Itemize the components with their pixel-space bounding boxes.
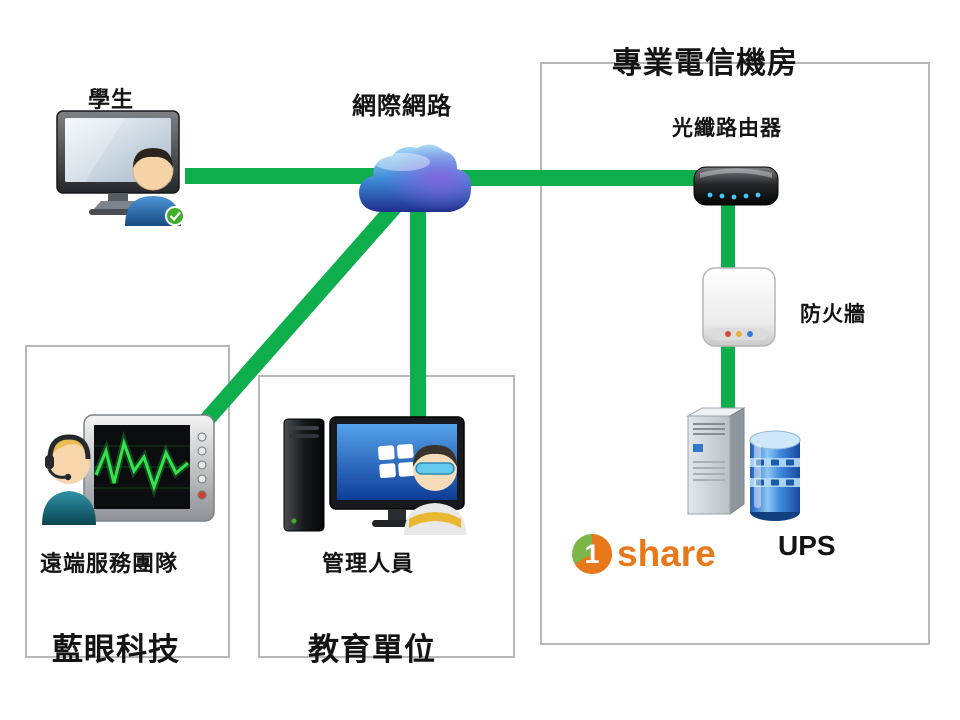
remote-support-icon <box>38 413 220 545</box>
blueeyes-label: 藍眼科技 <box>52 632 180 667</box>
telecom-room-box <box>540 62 930 645</box>
internet-label: 網際網路 <box>352 93 452 120</box>
connector-router-firewall <box>721 200 735 275</box>
share-logo-circle-icon: 1 <box>570 532 614 576</box>
education-box <box>258 375 515 658</box>
connector-firewall-server <box>721 338 735 418</box>
share-logo-digit: 1 <box>584 538 600 569</box>
education-label: 教育單位 <box>308 632 436 667</box>
share-logo: 1 share <box>570 532 716 576</box>
fiber-router-label: 光纖路由器 <box>672 117 782 140</box>
telecom-room-title: 專業電信機房 <box>612 47 798 80</box>
ups-label: UPS <box>778 530 836 561</box>
server-ups-icon <box>676 398 812 534</box>
share-logo-text: share <box>617 533 716 574</box>
admin-label: 管理人員 <box>322 551 415 576</box>
student-label: 學生 <box>88 87 135 112</box>
connector-student-internet <box>185 168 400 184</box>
remote-team-label: 遠端服務團隊 <box>40 551 179 576</box>
fiber-router-icon <box>692 160 780 212</box>
internet-cloud-icon <box>352 140 478 220</box>
student-computer-icon <box>55 108 205 230</box>
firewall-label: 防火牆 <box>800 303 866 326</box>
firewall-icon <box>700 266 778 350</box>
blueeyes-box <box>25 345 230 658</box>
connector-internet-admin <box>410 190 426 430</box>
connector-internet-router <box>455 170 715 186</box>
admin-computer-icon <box>276 413 490 545</box>
